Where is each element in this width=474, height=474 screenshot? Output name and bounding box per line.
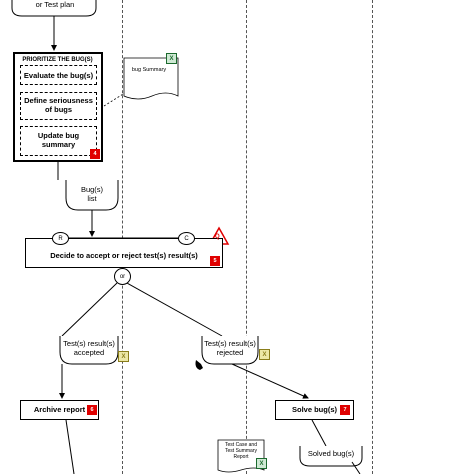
step-define-seriousness[interactable]: Define seriousness of bugs bbox=[20, 92, 97, 120]
flow-or-to-accepted bbox=[61, 282, 118, 337]
flow-solved-down bbox=[351, 461, 361, 474]
accepted-doc-icon: X bbox=[118, 351, 129, 362]
rejected-doc-icon: X bbox=[259, 349, 270, 360]
step-evaluate[interactable]: Evaluate the bug(s) bbox=[20, 65, 97, 85]
summary-report-document bbox=[217, 439, 265, 473]
rejected-line-1: Test(s) result(s) bbox=[204, 339, 256, 348]
archive-report-label: Archive report bbox=[33, 404, 86, 414]
lane-divider-1 bbox=[122, 0, 123, 474]
step-update-label-2: summary bbox=[41, 140, 76, 149]
accepted-label: Test(s) result(s) accepted bbox=[60, 339, 118, 357]
solve-badge: 7 bbox=[340, 405, 350, 415]
flow-rejected-to-solve bbox=[231, 363, 309, 399]
archive-report-task[interactable]: Archive report bbox=[20, 400, 99, 420]
bug-summary-label: bug Summary bbox=[131, 67, 167, 73]
bugs-list-line-1: Bug(s) bbox=[80, 185, 104, 194]
archive-badge: 6 bbox=[87, 405, 97, 415]
solved-bugs-shape bbox=[299, 446, 363, 467]
step-update-summary[interactable]: Update bug summary bbox=[20, 126, 97, 156]
prioritize-subprocess[interactable]: PRIORITIZE THE BUG(S) Evaluate the bug(s… bbox=[13, 52, 103, 162]
step-define-label-1: Define seriousness bbox=[24, 96, 93, 106]
lane-divider-2 bbox=[246, 0, 247, 474]
consulted-marker: C bbox=[178, 232, 195, 245]
decide-label: Decide to accept or reject test(s) resul… bbox=[50, 250, 198, 260]
decide-badge: 5 bbox=[210, 256, 220, 266]
summary-excel-icon: X bbox=[256, 458, 267, 469]
excel-icon: X bbox=[166, 53, 177, 64]
bugs-list-line-2: list bbox=[87, 194, 97, 203]
flow-archive-down bbox=[65, 419, 75, 474]
rejected-shape bbox=[201, 336, 259, 365]
phone-icon bbox=[195, 360, 203, 370]
summary-report-line-1: Test Case and bbox=[225, 442, 257, 448]
prioritize-badge: 4 bbox=[90, 149, 100, 159]
solved-bugs-label: Solved bug(s) bbox=[307, 449, 355, 458]
summary-report-label: Test Case and Test Summary Report bbox=[218, 442, 264, 460]
start-terminator-label: or Test plan bbox=[35, 0, 75, 9]
flow-or-to-rejected bbox=[126, 282, 223, 337]
summary-report-line-3: Report bbox=[233, 453, 249, 460]
solve-bugs-label: Solve bug(s) bbox=[291, 404, 337, 414]
flow-solve-to-solved bbox=[311, 419, 327, 447]
warning-q-label: Q bbox=[215, 234, 220, 240]
bug-summary-document bbox=[123, 57, 179, 100]
step-update-label-1: Update bug bbox=[37, 131, 80, 141]
accepted-line-2: accepted bbox=[73, 348, 105, 357]
accepted-shape bbox=[59, 336, 119, 365]
accepted-line-1: Test(s) result(s) bbox=[63, 339, 115, 348]
step-evaluate-label: Evaluate the bug(s) bbox=[23, 70, 94, 80]
or-gateway[interactable]: or bbox=[114, 268, 131, 285]
prioritize-title: PRIORITIZE THE BUG(S) bbox=[22, 57, 93, 63]
step-define-label-2: of bugs bbox=[44, 105, 73, 114]
solve-bugs-task[interactable]: Solve bug(s) bbox=[275, 400, 354, 420]
rejected-label: Test(s) result(s) rejected bbox=[202, 339, 258, 357]
summary-report-line-2: Test Summary bbox=[225, 447, 257, 454]
lane-divider-3 bbox=[372, 0, 373, 474]
responsible-marker: R bbox=[52, 232, 69, 245]
rejected-line-2: rejected bbox=[216, 348, 244, 357]
bugs-list-label: Bug(s) list bbox=[66, 185, 118, 203]
